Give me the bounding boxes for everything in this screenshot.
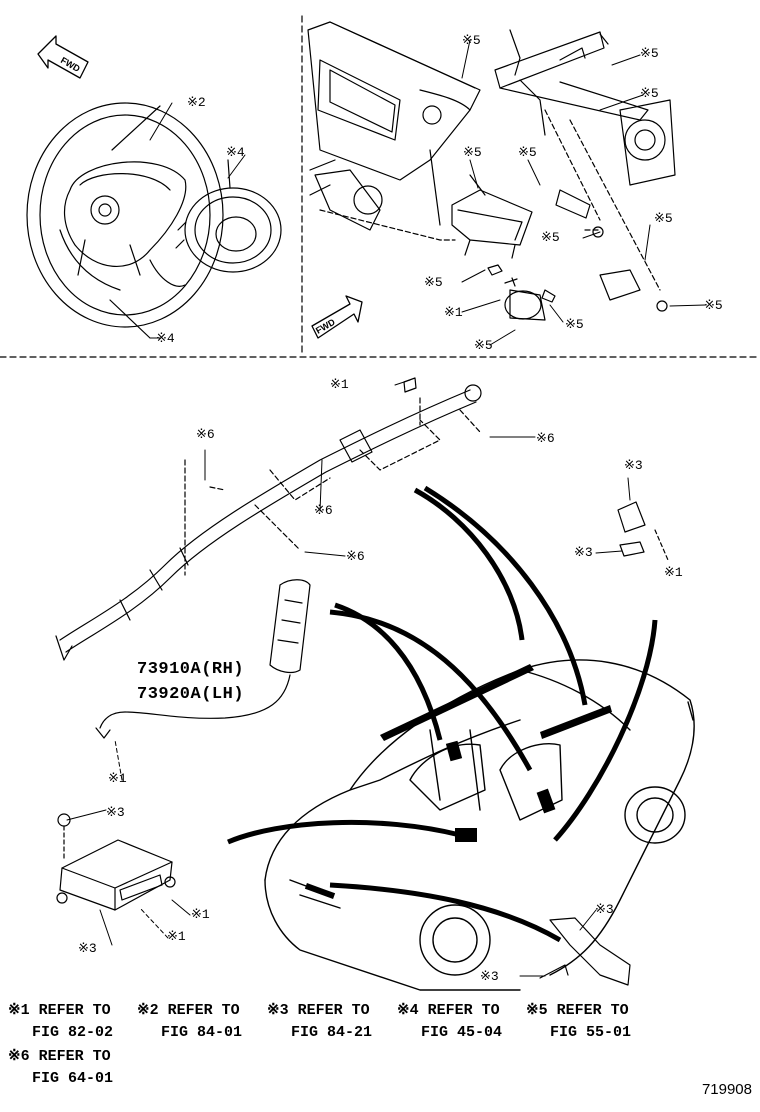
drawing-number: 719908: [701, 1081, 752, 1098]
callout-6-curtain-right: ※6: [536, 431, 555, 446]
airbag-sensor-module-illustration: [56, 813, 176, 911]
callout-3-side-bolt: ※3: [574, 545, 593, 560]
callout-3-front-bolt: ※3: [480, 969, 499, 984]
fwd-arrow-icon: FWD: [37, 35, 89, 79]
dashboard-illustration: [307, 21, 481, 231]
callout-1-upper: ※1: [444, 305, 463, 320]
fwd-arrow-icon: FWD: [311, 295, 363, 339]
callout-3-side-sensor: ※3: [624, 458, 643, 473]
reference-1: ※1 REFER TO FIG 82-02: [8, 1002, 114, 1041]
reference-2: ※2 REFER TO FIG 84-01: [137, 1002, 243, 1041]
reference-3: ※3 REFER TO FIG 84-21: [267, 1002, 373, 1041]
callout-5-beam: ※5: [640, 46, 659, 61]
part-number-rh: 73910A(RH): [137, 660, 245, 679]
front-sensor-bracket-illustration: [539, 917, 631, 986]
callout-5-bottom: ※5: [474, 338, 493, 353]
dash-reinforcement-illustration: [494, 29, 676, 186]
steering-airbag-illustration: [175, 159, 282, 273]
steering-wheel-illustration: [26, 102, 224, 339]
callout-1-side-sensor: ※1: [664, 565, 683, 580]
reference-5: ※5 REFER TO FIG 55-01: [526, 1002, 632, 1041]
callout-4-steering-airbag: ※4: [226, 145, 245, 160]
callout-5-right: ※5: [654, 211, 673, 226]
reference-4: ※4 REFER TO FIG 45-04: [397, 1002, 503, 1041]
callout-4-steering-wheel: ※4: [156, 331, 175, 346]
callout-5-bolt-left: ※5: [424, 275, 443, 290]
leader-lines-upper: [319, 109, 661, 291]
callout-1-curtain: ※1: [330, 377, 349, 392]
highlighted-parts: [304, 664, 612, 899]
fastener-icons: [487, 226, 668, 312]
callout-1-sensor-a: ※1: [191, 907, 210, 922]
callout-1-side-airbag: ※1: [108, 771, 127, 786]
callout-6-curtain-left: ※6: [196, 427, 215, 442]
side-sensor-illustration: [617, 501, 669, 561]
callout-5-nut-right: ※5: [704, 298, 723, 313]
callout-1-sensor-b: ※1: [167, 929, 186, 944]
callout-5-knee: ※5: [565, 317, 584, 332]
callout-leaders: [66, 39, 706, 977]
callout-5-nut: ※5: [541, 230, 560, 245]
pointer-lines: [227, 485, 658, 943]
curtain-airbag-illustration: [55, 377, 482, 661]
side-airbag-illustration: [95, 579, 311, 739]
callout-5-bracket: ※5: [518, 145, 537, 160]
callout-3-sensor-nut: ※3: [106, 805, 125, 820]
callout-2-steering: ※2: [187, 95, 206, 110]
leader-lines-curtain: [184, 397, 481, 576]
callout-3-front-bracket: ※3: [595, 902, 614, 917]
callout-6-curtain-bolt: ※6: [346, 549, 365, 564]
fwd-label: FWD: [59, 55, 82, 74]
knee-bracket-illustration: [504, 189, 641, 321]
callout-5-airbag-module: ※5: [463, 145, 482, 160]
callout-6-curtain-mid: ※6: [314, 503, 333, 518]
callout-5-beam-lower: ※5: [640, 86, 659, 101]
callout-3-sensor-module: ※3: [78, 941, 97, 956]
reference-6: ※6 REFER TO FIG 64-01: [8, 1048, 114, 1087]
passenger-airbag-module-illustration: [451, 174, 533, 259]
callout-5-dash-top: ※5: [462, 33, 481, 48]
part-number-lh: 73920A(LH): [137, 685, 245, 704]
vehicle-body-illustration: [264, 659, 695, 991]
